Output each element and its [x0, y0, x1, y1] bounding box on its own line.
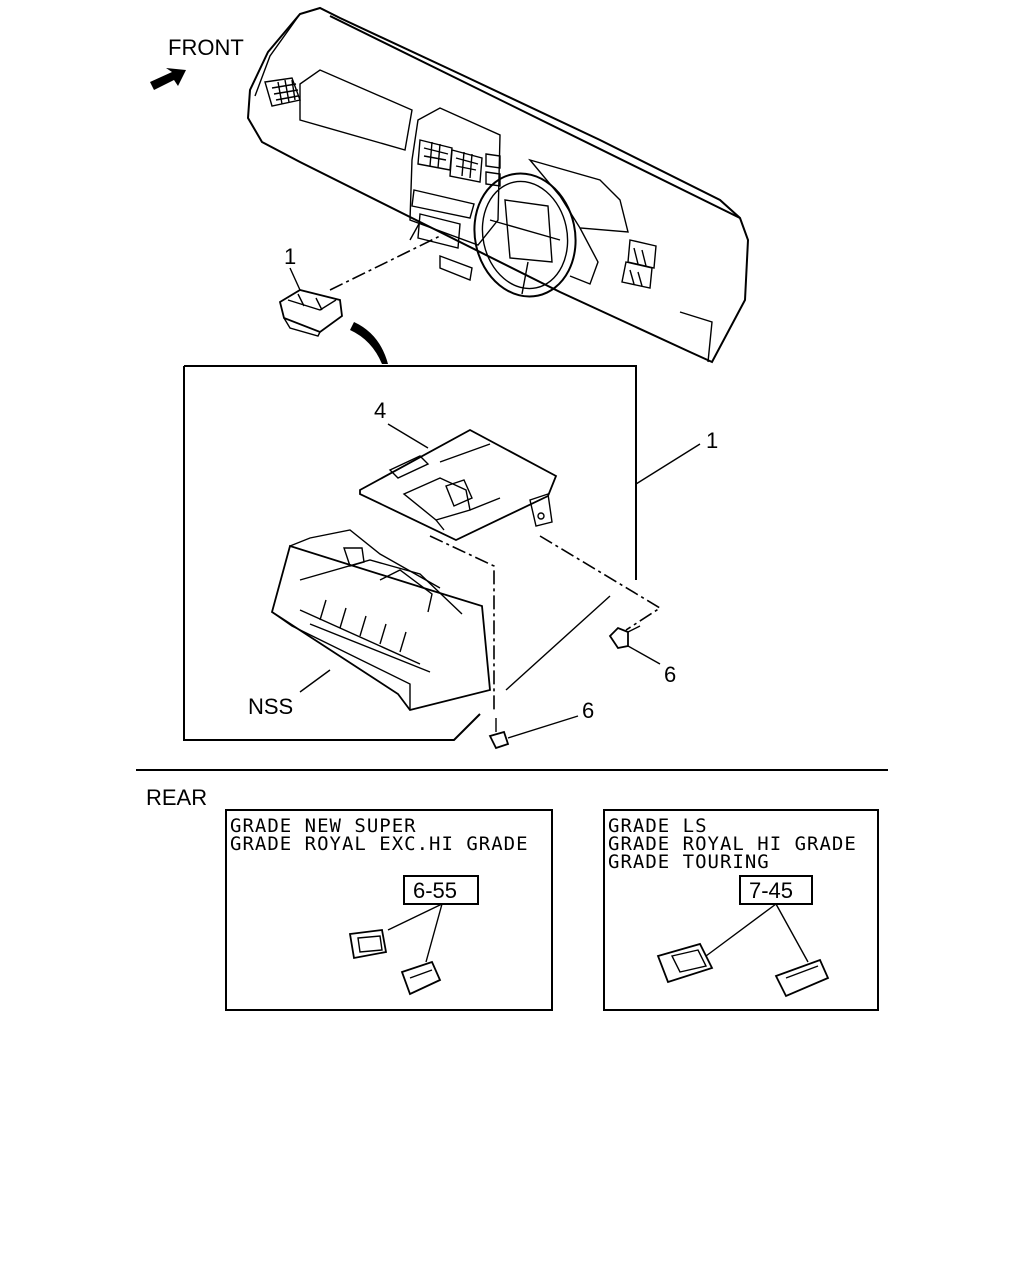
ref-6-55: 6-55 — [413, 878, 457, 903]
front-arrow-icon — [150, 68, 186, 90]
rear-label: REAR — [146, 785, 207, 810]
callout-4: 4 — [374, 398, 386, 423]
ref-7-45: 7-45 — [749, 878, 793, 903]
grade-box-1: GRADE NEW SUPER GRADE ROYAL EXC.HI GRADE… — [225, 809, 553, 1011]
screw-icon — [488, 718, 510, 750]
callout-1-side: 1 — [706, 428, 718, 453]
bracket-icon — [359, 428, 558, 541]
switch-icon — [774, 958, 830, 998]
grade-box-2: GRADE LS GRADE ROYAL HI GRADE GRADE TOUR… — [603, 809, 879, 1011]
grade-box-2-line-1: GRADE LS — [608, 815, 708, 837]
grade-box-2-line-3: GRADE TOURING — [608, 851, 770, 873]
grade-box-1-line-2: GRADE ROYAL EXC.HI GRADE — [230, 833, 529, 855]
callout-nss: NSS — [248, 694, 293, 719]
screw-icon — [608, 625, 641, 650]
callout-6-right: 6 — [664, 662, 676, 687]
callout-6-bottom: 6 — [582, 698, 594, 723]
grade-box-1-line-1: GRADE NEW SUPER — [230, 815, 417, 837]
callout-1-top: 1 — [284, 244, 296, 269]
grade-box-2-line-2: GRADE ROYAL HI GRADE — [608, 833, 857, 855]
glove-box-icon — [270, 529, 491, 712]
dashboard-icon — [246, 6, 750, 364]
panel-border — [184, 365, 637, 580]
switch-icon — [348, 929, 388, 960]
switch-icon — [400, 960, 442, 996]
glove-box-icon — [278, 289, 343, 337]
front-label: FRONT — [168, 35, 244, 60]
switch-icon — [656, 942, 714, 984]
curve-arrow-icon — [350, 322, 388, 364]
